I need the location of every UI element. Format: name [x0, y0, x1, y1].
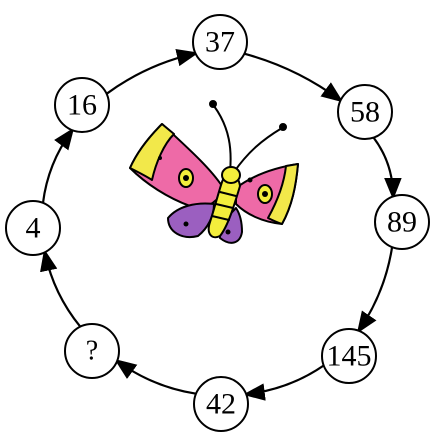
node-89: 89	[375, 195, 429, 249]
node-4-label: 4	[26, 212, 41, 245]
node-16: 16	[55, 78, 109, 132]
arrow-4	[118, 362, 196, 394]
arrow-6	[43, 131, 72, 203]
node-42: 42	[194, 377, 248, 431]
node-145: 145	[322, 329, 376, 383]
butterfly-antenna-right	[234, 128, 282, 172]
arrow-2	[359, 247, 392, 330]
node-unknown: ?	[65, 324, 119, 378]
node-4: 4	[6, 201, 60, 255]
arrow-0	[244, 54, 339, 100]
node-89-label: 89	[387, 206, 417, 239]
arrow-3	[247, 366, 324, 395]
node-37-label: 37	[205, 26, 235, 59]
node-58: 58	[338, 85, 392, 139]
arrow-5	[45, 253, 80, 327]
butterfly-head	[222, 167, 240, 183]
node-58-label: 58	[350, 96, 380, 129]
butterfly-icon	[130, 101, 298, 243]
node-37: 37	[193, 15, 247, 69]
butterfly-antenna-left	[214, 106, 231, 172]
node-42-label: 42	[206, 388, 236, 421]
arrow-7	[107, 54, 195, 94]
butterfly-wing-lower-left	[168, 204, 214, 238]
node-145-label: 145	[327, 340, 372, 373]
arrow-1	[374, 138, 394, 196]
question-mark-label: ?	[86, 336, 98, 367]
node-16-label: 16	[67, 89, 97, 122]
